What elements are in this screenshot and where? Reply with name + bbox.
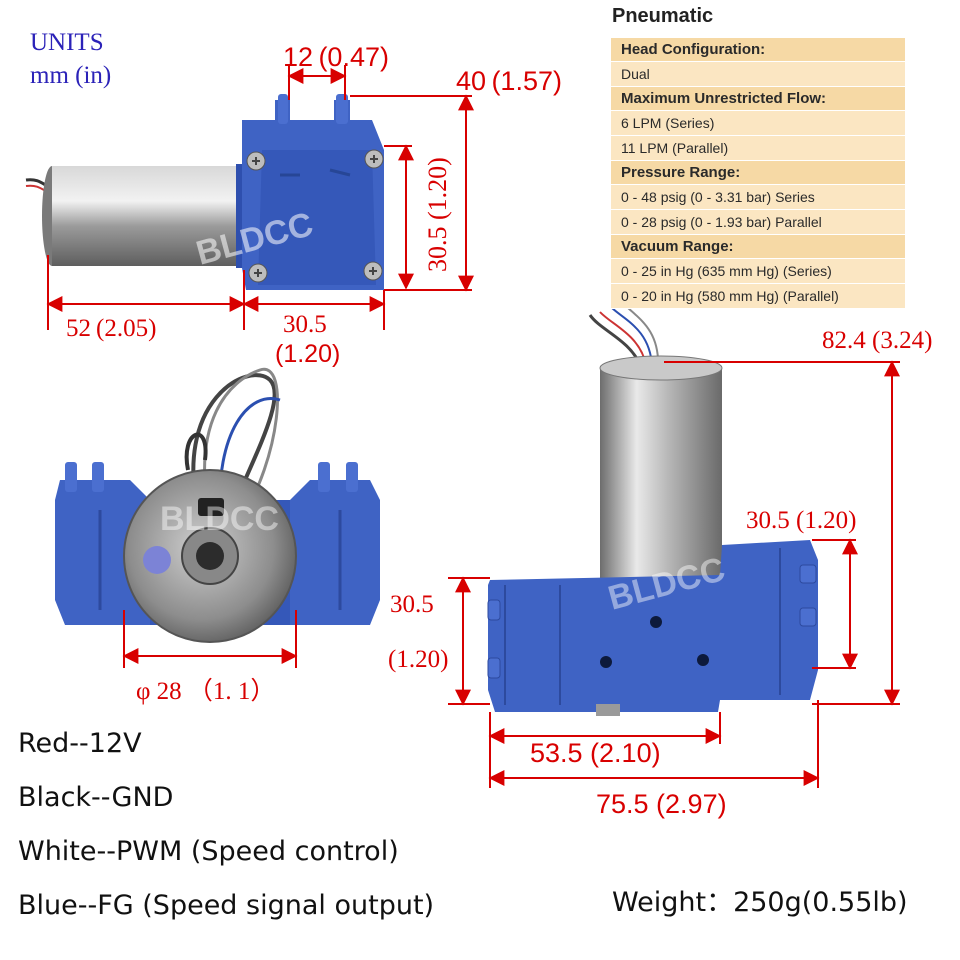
dim-head-width-in: (1.20) xyxy=(275,340,340,368)
dimension-lines xyxy=(46,65,900,788)
units-label: UNITS mm (in) xyxy=(30,26,111,92)
watermark-front: BLDCC xyxy=(160,500,279,538)
dim-top-width: 12 (0.47) xyxy=(283,42,389,72)
dim-diameter: φ 28 （1. 1） xyxy=(136,677,275,705)
units-title: UNITS xyxy=(30,29,104,56)
spec-header-row: Maximum Unrestricted Flow: xyxy=(610,86,906,111)
spec-header-row: Pressure Range: xyxy=(610,160,906,185)
spec-header-row: Vacuum Range: xyxy=(610,234,906,259)
units-value: mm (in) xyxy=(30,62,112,89)
spec-header-cell: Head Configuration: xyxy=(610,37,906,62)
dim-outlet-height: 40 (1.57) xyxy=(456,66,562,96)
dim-total-height: 82.4 (3.24) xyxy=(822,327,932,354)
spec-value-cell: 0 - 28 psig (0 - 1.93 bar) Parallel xyxy=(610,209,906,235)
dim-head-height: 30.5 (1.20) xyxy=(423,157,452,272)
dim-head-width-mm: 30.5 xyxy=(283,311,327,338)
spec-value-cell: 0 - 48 psig (0 - 3.31 bar) Series xyxy=(610,184,906,210)
spec-value-row: 0 - 25 in Hg (635 mm Hg) (Series) xyxy=(610,258,906,284)
wire-white: White--PWM (Speed control) xyxy=(18,836,399,867)
top-view-pump xyxy=(25,94,384,290)
spec-title: Pneumatic xyxy=(612,5,714,27)
spec-header-cell: Vacuum Range: xyxy=(610,234,906,259)
spec-header-cell: Maximum Unrestricted Flow: xyxy=(610,86,906,111)
spec-value-row: 0 - 20 in Hg (580 mm Hg) (Parallel) xyxy=(610,283,906,309)
dim-side-head: 30.5 (1.20) xyxy=(746,507,856,534)
spec-value-cell: 0 - 25 in Hg (635 mm Hg) (Series) xyxy=(610,258,906,284)
dim-left-mm: 30.5 xyxy=(390,591,434,618)
dim-left-in: (1.20) xyxy=(388,646,448,673)
spec-header-row: Head Configuration: xyxy=(610,37,906,62)
dim-base-length: 53.5 (2.10) xyxy=(530,738,661,768)
spec-value-cell: Dual xyxy=(610,61,906,87)
spec-header-cell: Pressure Range: xyxy=(610,160,906,185)
spec-value-row: Dual xyxy=(610,61,906,87)
spec-value-cell: 0 - 20 in Hg (580 mm Hg) (Parallel) xyxy=(610,283,906,309)
weight-label: Weight：250g(0.55lb) xyxy=(612,887,908,918)
wire-blue: Blue--FG (Speed signal output) xyxy=(18,890,435,921)
spec-value-row: 0 - 28 psig (0 - 1.93 bar) Parallel xyxy=(610,209,906,235)
front-view-pump xyxy=(55,367,380,643)
side-view-pump xyxy=(487,305,818,716)
spec-value-cell: 6 LPM (Series) xyxy=(610,110,906,136)
spec-value-cell: 11 LPM (Parallel) xyxy=(610,135,906,161)
dim-total-length: 75.5 (2.97) xyxy=(596,789,727,819)
spec-value-row: 11 LPM (Parallel) xyxy=(610,135,906,161)
wire-red: Red--12V xyxy=(18,728,142,759)
dim-motor-length: 52 (2.05) xyxy=(66,315,156,342)
wire-black: Black--GND xyxy=(18,782,174,813)
spec-value-row: 6 LPM (Series) xyxy=(610,110,906,136)
spec-value-row: 0 - 48 psig (0 - 3.31 bar) Series xyxy=(610,184,906,210)
wire-legend: Red--12V Black--GND White--PWM (Speed co… xyxy=(18,720,434,936)
